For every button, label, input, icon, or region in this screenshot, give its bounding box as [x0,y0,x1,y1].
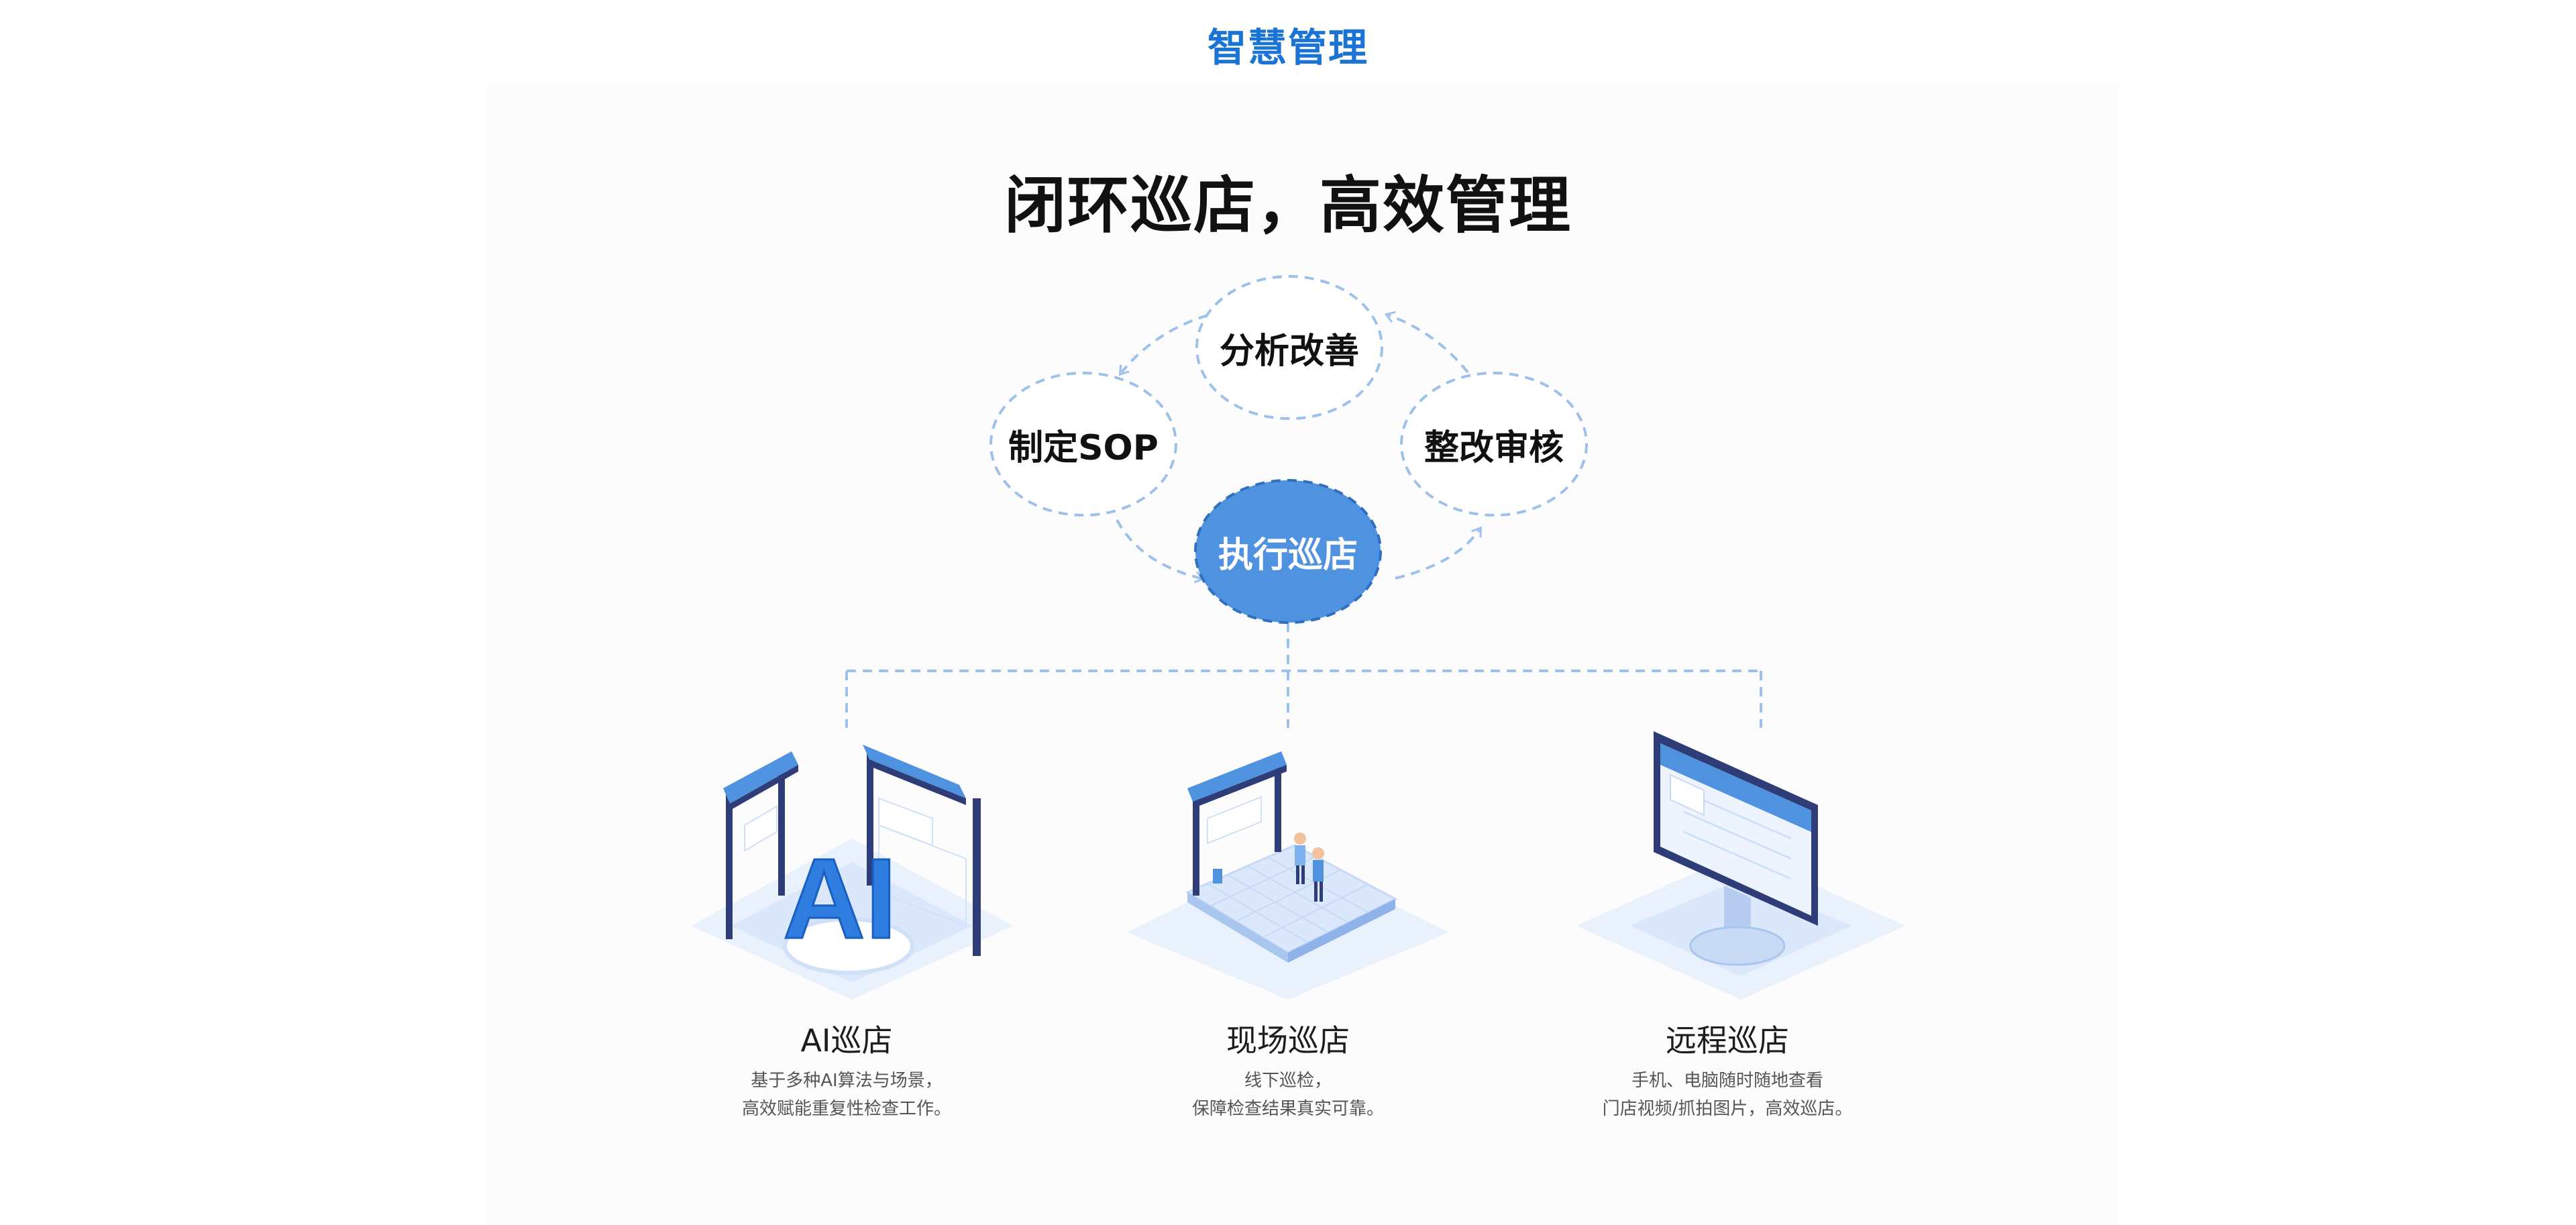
node-center-outline [1194,479,1382,624]
section-label: 智慧管理 [1207,25,1368,70]
card-title-remote: 远程巡店 [1666,1022,1789,1059]
node-top-outline [1195,275,1383,420]
cycle-node-sop: 制定SOP [1008,427,1159,468]
cycle-node-inspect: 执行巡店 [1218,535,1358,576]
arrow-center-to-right [1395,526,1482,580]
cycle-node-analyze: 分析改善 [1219,331,1359,372]
node-right-outline [1400,372,1588,517]
tree-connector [845,623,1762,728]
card-desc-onsite-line1: 线下巡检， [1244,1071,1332,1091]
main-heading: 闭环巡店，高效管理 [1004,170,1572,242]
card-desc-remote-line1: 手机、电脑随时随地查看 [1631,1071,1823,1091]
card-title-ai: AI巡店 [800,1022,893,1059]
arrow-right-to-top [1384,311,1469,374]
onsite-store-inspection-illustration [1127,751,1449,1000]
ai-letters: AI [783,835,897,963]
ai-storefront-illustration: AI [691,745,1013,1000]
arrow-top-to-left [1118,314,1208,376]
node-left-outline [989,372,1177,517]
card-desc-remote-line2: 门店视频/抓拍图片，高效巡店。 [1602,1099,1853,1119]
arrow-left-to-center [1116,519,1205,584]
content-panel [487,85,2118,1225]
card-desc-ai-line2: 高效赋能重复性检查工作。 [741,1099,951,1119]
card-desc-onsite-line2: 保障检查结果真实可靠。 [1191,1099,1384,1119]
remote-monitor-illustration [1576,731,1905,1000]
card-title-onsite: 现场巡店 [1226,1022,1350,1059]
card-desc-ai-line1: 基于多种AI算法与场景， [751,1071,943,1091]
cycle-node-review: 整改审核 [1424,427,1564,468]
